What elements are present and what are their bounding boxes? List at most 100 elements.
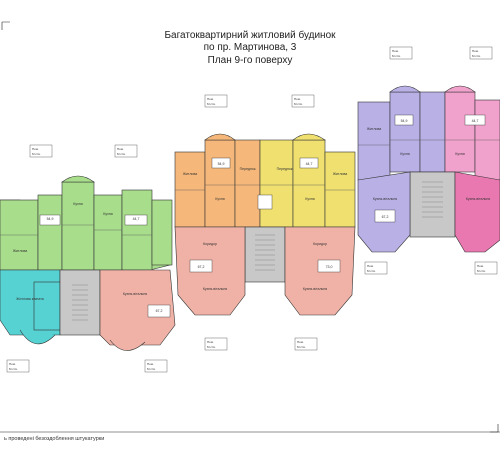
apt-purple-3 xyxy=(419,91,446,173)
apt-yellow-2 xyxy=(292,139,326,228)
stamp-box: Пом. М ств. xyxy=(29,144,53,158)
stamp-box: Пом. М ств. xyxy=(204,94,228,108)
stamp-label: Пом. xyxy=(207,340,214,344)
right-stair-core xyxy=(409,171,456,238)
stamp-label: М ств. xyxy=(367,269,376,273)
stamp-box: Пом. М ств. xyxy=(6,359,30,373)
stamp-box: Пом. М ств. xyxy=(144,359,168,373)
apt-tag: 44,7 xyxy=(306,162,313,166)
center-stairs xyxy=(255,234,275,271)
room-label: Кухня-вітальня xyxy=(203,287,227,291)
apt-tag-box xyxy=(394,114,414,126)
stamp-label: Пом. xyxy=(32,147,39,151)
lift-shaft xyxy=(257,194,273,210)
room-label: Коридор xyxy=(313,242,327,246)
stamp-label: М ств. xyxy=(472,54,481,58)
stamp-label: Пом. xyxy=(477,264,484,268)
stamp-label: М ств. xyxy=(207,102,216,106)
apt-tag: 73,0 xyxy=(326,265,333,269)
right-turret-left xyxy=(389,85,421,93)
stamp-label: М ств. xyxy=(117,152,126,156)
apt-green-4 xyxy=(93,194,123,271)
left-stairs xyxy=(72,284,88,321)
stamp-label: Пом. xyxy=(207,97,214,101)
apt-tag-box xyxy=(124,214,148,226)
stamp-label: Пом. xyxy=(294,97,301,101)
apt-tag: 44,7 xyxy=(472,119,479,123)
apt-tag: 67,2 xyxy=(156,309,163,313)
stamp-box: Пом. М ств. xyxy=(474,261,498,275)
section-left: Житлова Кухня Кухня Житлова кімната Кухн… xyxy=(0,175,176,351)
apt-tag: 54,9 xyxy=(47,217,54,221)
section-right: Житлова Кухня Кухня Кухня-вітальня Кухня… xyxy=(357,85,500,253)
apt-tag: 54,9 xyxy=(401,119,408,123)
apt-green-2 xyxy=(37,194,63,271)
center-stair-core xyxy=(244,226,286,283)
center-turret-left xyxy=(204,133,236,141)
stamp-box: Пом. М ств. xyxy=(294,337,318,351)
apt-yellow-1 xyxy=(259,139,294,228)
left-stair-core xyxy=(59,269,101,336)
corner-mark xyxy=(1,21,10,30)
stamp-label: М ств. xyxy=(32,152,41,156)
stamp-label: Пом. xyxy=(147,362,154,366)
room-label: Передпок. xyxy=(240,167,257,171)
right-turret-right xyxy=(444,85,476,93)
apt-green-3 xyxy=(61,181,95,271)
room-label: Кухня xyxy=(305,197,314,201)
plan-title-building: Багатоквартирний житловий будинок xyxy=(164,30,336,41)
bay-window xyxy=(19,329,56,345)
plan-title-address: по пр. Мартинова, 3 xyxy=(203,42,297,53)
stamp-label: Пом. xyxy=(392,49,399,53)
bay-window xyxy=(109,339,146,351)
room-label: Кухня xyxy=(455,152,464,156)
stamp-box: Пом. М ств. xyxy=(204,337,228,351)
apt-orange-3 xyxy=(234,139,261,228)
apt-cyan-2 xyxy=(33,281,61,331)
apt-tag-box xyxy=(374,209,396,223)
plan-footnote: ь проведені безоздоблення штукатурки xyxy=(4,436,105,442)
center-turret-right xyxy=(292,133,326,141)
stamp-label: Пом. xyxy=(9,362,16,366)
stamp-label: М ств. xyxy=(297,345,306,349)
apt-tag: 67,2 xyxy=(198,265,205,269)
apt-tag-box xyxy=(147,304,171,318)
room-label: Кухня-вітальня xyxy=(373,197,397,201)
plan-title-floor: План 9-го поверху xyxy=(207,55,293,66)
room-label: Кухня xyxy=(73,202,82,206)
corner-mark xyxy=(490,424,499,433)
stamp-label: М ств. xyxy=(392,54,401,58)
room-label: Житлова кімната xyxy=(16,297,44,301)
room-label: Житлова xyxy=(13,249,28,253)
stamp-label: Пом. xyxy=(472,49,479,53)
stamp-box: Пом. М ств. xyxy=(291,94,315,108)
apt-tag: 54,9 xyxy=(218,162,225,166)
apt-yellow-3 xyxy=(324,151,356,228)
apt-green-6 xyxy=(151,199,173,266)
apt-tag-box xyxy=(211,157,231,169)
room-label: Житлова xyxy=(367,127,382,131)
stamp-box: Пом. М ств. xyxy=(114,144,138,158)
stamp-box: Пом. М ств. xyxy=(389,46,413,60)
apt-tag-box xyxy=(317,259,341,273)
room-label: Кухня-вітальня xyxy=(303,287,327,291)
apt-tag: 67,2 xyxy=(382,215,389,219)
room-label: Житлова xyxy=(183,172,198,176)
room-label: Коридор xyxy=(203,242,217,246)
apt-orange-2 xyxy=(204,139,236,228)
apt-purple-2 xyxy=(389,91,421,173)
room-label: Кухня-вітальня xyxy=(123,292,147,296)
apt-tag-box xyxy=(299,157,319,169)
apt-tag-box xyxy=(39,214,61,226)
apt-magenta-lower xyxy=(454,171,500,253)
apt-salmon-left xyxy=(99,269,176,346)
apt-pink-1 xyxy=(444,91,476,173)
stamp-box: Пом. М ств. xyxy=(364,261,388,275)
stamp-label: М ств. xyxy=(9,367,18,371)
right-stairs xyxy=(422,181,443,218)
room-label: Кухня xyxy=(215,197,224,201)
apt-tag-box xyxy=(189,259,213,273)
stamp-label: М ств. xyxy=(147,367,156,371)
stamp-label: Пом. xyxy=(117,147,124,151)
